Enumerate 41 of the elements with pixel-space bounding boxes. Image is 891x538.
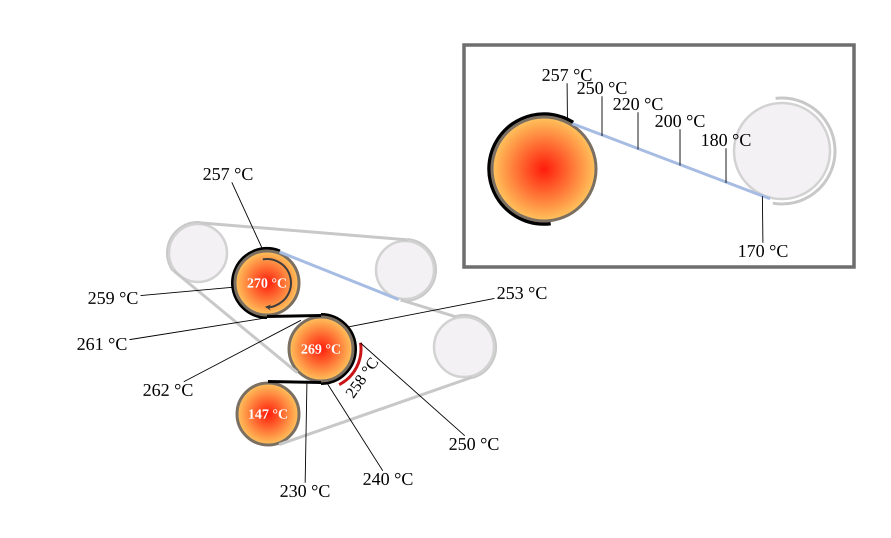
leader-line [566, 82, 568, 122]
belt [266, 314, 322, 318]
temperature-label: 261 °C [77, 338, 126, 350]
heated-roller: 269 °C [288, 316, 354, 382]
belt [572, 122, 771, 200]
temperature-label: 257 °C [203, 168, 252, 180]
leader-line [304, 380, 308, 484]
belt [400, 298, 456, 318]
leader-line [183, 320, 302, 382]
temperature-label: 230 °C [280, 484, 330, 498]
inset-frame [462, 43, 856, 269]
roller [432, 316, 496, 378]
leader-line [231, 182, 263, 249]
heated-roller: 270 °C [234, 250, 300, 316]
belt [278, 376, 473, 446]
temperature-label: 259 °C [88, 292, 138, 304]
roller [374, 240, 436, 300]
leader-line [140, 286, 233, 296]
temperature-label: 262 °C [143, 384, 192, 396]
belt [279, 250, 400, 301]
temperature-label: 250 °C [577, 82, 626, 94]
temperature-label: 253 °C [497, 286, 546, 300]
roller [732, 102, 832, 200]
temperature-label: 250 °C [449, 438, 498, 450]
leader-line [348, 298, 495, 328]
roller [168, 222, 228, 284]
temperature-label: 170 °C [739, 244, 788, 258]
temperature-label: 240 °C [363, 472, 412, 486]
heated-roller [490, 116, 598, 222]
belt [200, 221, 408, 242]
leader-line [326, 382, 384, 472]
leader-line [762, 196, 764, 244]
temperature-label: 200 °C [655, 114, 704, 128]
leader-line [360, 342, 466, 436]
heated-roller: 147 °C [236, 382, 300, 446]
belt [268, 380, 322, 384]
belt [172, 269, 298, 374]
temperature-label: 180 °C [702, 134, 750, 146]
temperature-label: 257 °C [542, 68, 592, 82]
leader-line [129, 318, 266, 340]
temperature-label: 220 °C [613, 98, 662, 110]
